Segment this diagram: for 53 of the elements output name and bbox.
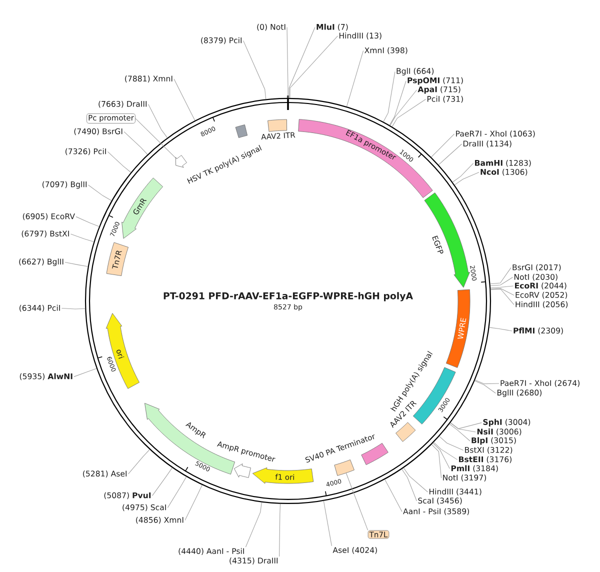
leader-line [286, 27, 288, 98]
leader-line [61, 308, 86, 310]
leader-line [490, 288, 514, 305]
leader-line [70, 234, 94, 242]
leader-line [490, 286, 514, 288]
leader-line [124, 131, 148, 155]
title: PT-0291 PFD-rAAV-EF1a-EGFP-WPRE-hGH polyA [164, 292, 413, 302]
leader-line [135, 118, 177, 160]
leader-line [167, 476, 187, 508]
leader-line [431, 444, 442, 478]
leader-line [288, 27, 316, 98]
leader-line [279, 504, 281, 557]
leader-line [390, 90, 417, 126]
pointed-band [175, 155, 187, 168]
leader-line [107, 151, 132, 173]
leader-line [384, 479, 402, 512]
leader-line [245, 502, 262, 548]
leader-line [389, 80, 406, 126]
leader-line [64, 262, 88, 267]
leader-line [243, 40, 266, 100]
leader-line [383, 71, 396, 122]
leader-line [88, 184, 112, 201]
leader-line [346, 50, 364, 107]
leader-line [474, 380, 496, 394]
leader-line [490, 288, 514, 296]
leader-line [403, 468, 428, 492]
leader-line [392, 99, 426, 127]
leader-line [323, 500, 332, 546]
leader-line [450, 422, 476, 432]
leader-line [490, 267, 512, 284]
feature-band [334, 460, 354, 476]
leader-line [152, 468, 172, 496]
leader-line [490, 277, 513, 286]
leader-line [450, 422, 482, 429]
leader-line [489, 327, 512, 332]
leader-line [76, 216, 100, 227]
leader-line [431, 134, 455, 158]
leader-line [74, 368, 97, 377]
leader-line [474, 380, 500, 384]
leader-line [438, 144, 462, 166]
leader-line [432, 442, 450, 469]
leader-line [452, 163, 474, 182]
leader-line [434, 442, 458, 460]
leader-line [454, 172, 480, 186]
leader-line [174, 78, 196, 121]
leader-line [290, 36, 338, 98]
leader-line [346, 472, 368, 530]
leader-line [128, 449, 150, 474]
leader-line [439, 436, 464, 451]
leader-line [449, 424, 470, 442]
leader-line [184, 484, 202, 521]
leader-line [402, 468, 417, 502]
leader-line [148, 104, 168, 138]
